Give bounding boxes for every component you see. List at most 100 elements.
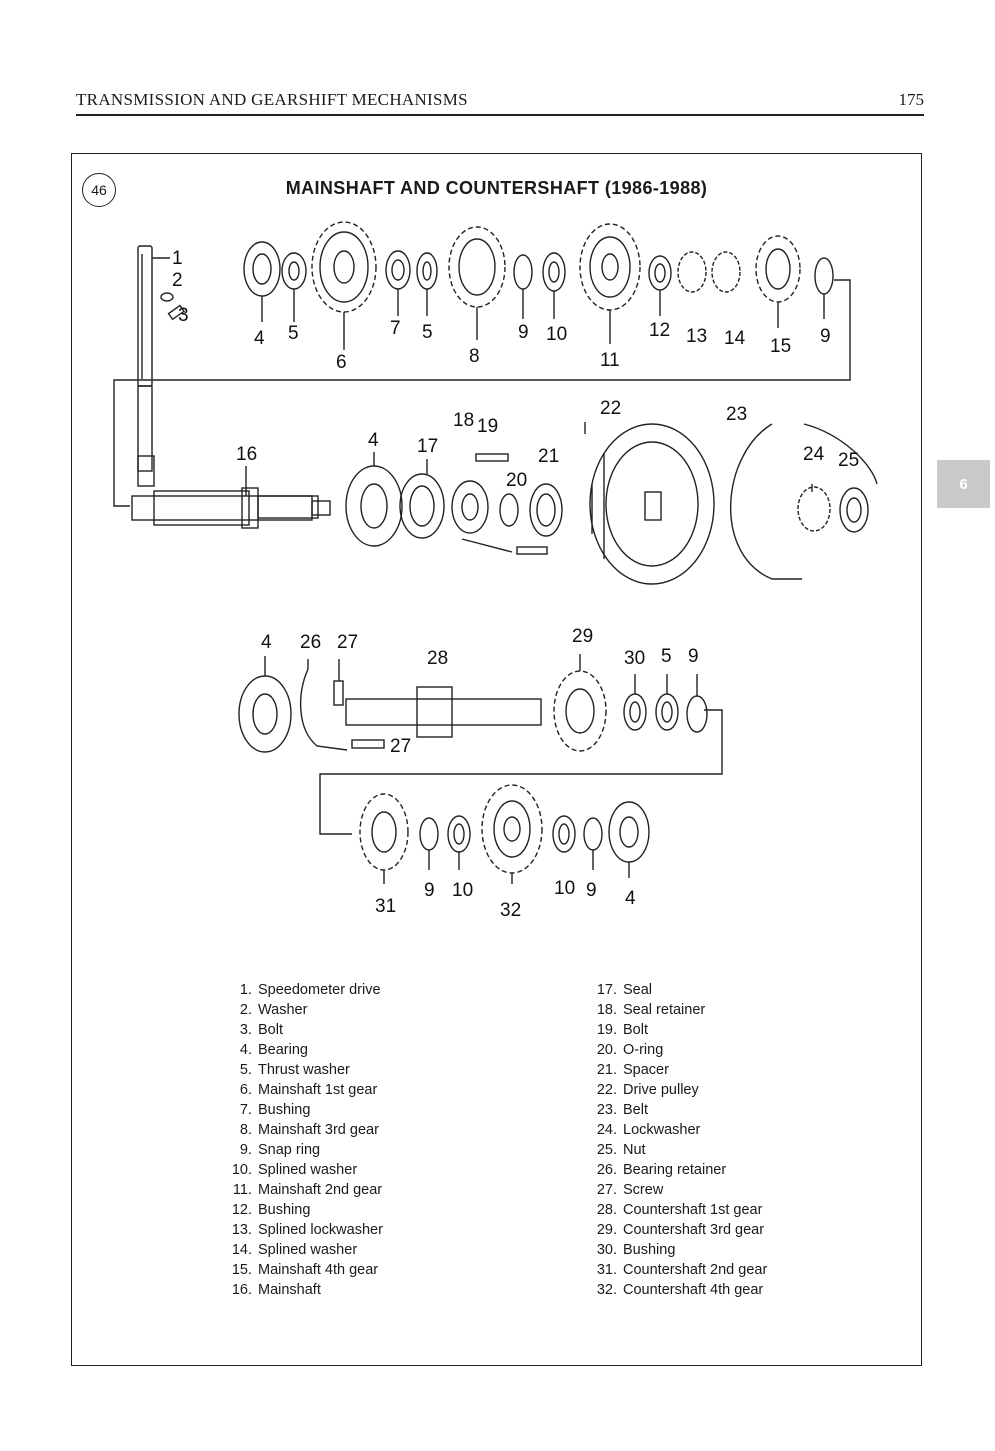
- callout-13: 13: [686, 326, 707, 347]
- callouts-row3: 4 26 27 28 29 30 5 9 27: [261, 626, 699, 757]
- legend-number: 3.: [239, 1022, 252, 1038]
- callout-20: 20: [506, 470, 527, 491]
- figure-title: MAINSHAFT AND COUNTERSHAFT (1986-1988): [285, 178, 708, 198]
- figure-number: 46: [82, 173, 116, 207]
- legend-item: 21. Spacer: [587, 1060, 767, 1080]
- page-number: 175: [898, 90, 925, 109]
- legend-item: 18.Seal retainer: [587, 1000, 767, 1020]
- legend-item: 24. Lockwasher: [587, 1120, 767, 1140]
- callout-19: 19: [477, 416, 498, 437]
- callout-10b: 10: [452, 880, 473, 901]
- legend-number: 13.: [231, 1222, 252, 1238]
- legend-number: 4.: [239, 1042, 252, 1058]
- legend-item: 12. Bushing: [222, 1200, 383, 1220]
- legend-label: Splined lockwasher: [258, 1222, 383, 1238]
- chapter-tab[interactable]: 6: [937, 460, 990, 508]
- legend-number: 28.: [596, 1202, 617, 1218]
- legend-label: Splined washer: [258, 1242, 358, 1258]
- legend-number: 24.: [596, 1122, 617, 1138]
- figure-box: 46 MAINSHAFT AND COUNTERSHAFT (1986-1988…: [71, 153, 922, 1366]
- callout-30: 30: [624, 648, 645, 669]
- legend-item: 31.Countershaft 2nd gear: [587, 1260, 767, 1280]
- callout-9c: 9: [688, 646, 699, 667]
- legend-label: Bolt: [623, 1022, 648, 1038]
- legend-label: Seal: [623, 982, 653, 998]
- legend-label: Bushing: [258, 1202, 311, 1218]
- callout-5b: 5: [422, 322, 433, 343]
- callout-5: 5: [288, 323, 299, 344]
- legend-number: 21.: [596, 1062, 617, 1078]
- legend-item: 4. Bearing: [222, 1040, 383, 1060]
- callouts-row1: 1 2 3 4 5 6 7 5 8 9 10 11 12 13 14 15 9: [172, 248, 831, 373]
- legend-item: 25. Nut: [587, 1140, 767, 1160]
- callout-31: 31: [375, 896, 396, 917]
- legend-number: 10.: [231, 1162, 252, 1178]
- legend-number: 18.: [596, 1002, 617, 1018]
- legend-label: O-ring: [623, 1042, 664, 1058]
- callouts-row2: 16 4 17 18 19 20 21 22 23 24 25: [236, 398, 859, 491]
- legend-label: Countershaft 4th gear: [623, 1282, 764, 1298]
- legend-item: 7.Bushing: [222, 1100, 383, 1120]
- legend-number: 9.: [239, 1142, 252, 1158]
- legend-label: Mainshaft 3rd gear: [258, 1122, 379, 1138]
- legend-number: 23.: [596, 1102, 617, 1118]
- legend-item: 30.Bushing: [587, 1240, 767, 1260]
- legend-number: 11.: [232, 1182, 252, 1198]
- legend-number: 27.: [596, 1182, 617, 1198]
- legend-item: 6.Mainshaft 1st gear: [222, 1080, 383, 1100]
- legend-number: 20.: [596, 1042, 617, 1058]
- callout-27: 27: [337, 632, 358, 653]
- legend-item: 15.Mainshaft 4th gear: [222, 1260, 383, 1280]
- callout-5c: 5: [661, 646, 672, 667]
- legend-item: 19.Bolt: [587, 1020, 767, 1040]
- legend-number: 15.: [231, 1262, 252, 1278]
- legend-label: Bolt: [258, 1022, 283, 1038]
- legend-label: Screw: [623, 1182, 664, 1198]
- legend-number: 25.: [596, 1142, 617, 1158]
- callout-17: 17: [417, 436, 438, 457]
- legend-label: Bearing: [258, 1042, 308, 1058]
- callout-25: 25: [838, 450, 859, 471]
- legend-item: 26. Bearing retainer: [587, 1160, 767, 1180]
- legend-label: Bearing retainer: [623, 1162, 727, 1178]
- legend-label: Bushing: [258, 1102, 311, 1118]
- callout-3: 3: [178, 305, 189, 326]
- callout-15: 15: [770, 336, 791, 357]
- callout-7: 7: [390, 318, 401, 339]
- callout-10c: 10: [554, 878, 575, 899]
- section-title: TRANSMISSION AND GEARSHIFT MECHANISMS: [76, 90, 468, 109]
- legend-item: 11. Mainshaft 2nd gear: [222, 1180, 383, 1200]
- legend-label: Spacer: [623, 1062, 669, 1078]
- legend-number: 8.: [239, 1122, 252, 1138]
- legend-number: 26.: [596, 1162, 617, 1178]
- legend-label: Belt: [623, 1102, 648, 1118]
- legend-label: Nut: [623, 1142, 646, 1158]
- legend-number: 6.: [239, 1082, 252, 1098]
- legend-label: Mainshaft 2nd gear: [258, 1182, 383, 1198]
- callout-2: 2: [172, 270, 183, 291]
- callout-11: 11: [600, 350, 620, 371]
- legend-number: 30.: [596, 1242, 617, 1258]
- legend-item: 5.Thrust washer: [222, 1060, 383, 1080]
- legend-item: 20. O-ring: [587, 1040, 767, 1060]
- legend-label: Countershaft 1st gear: [623, 1202, 763, 1218]
- callouts-row4: 31 9 10 32 10 9 4: [375, 878, 636, 921]
- callout-14: 14: [724, 328, 746, 349]
- callout-4e: 4: [625, 888, 636, 909]
- callout-32: 32: [500, 900, 521, 921]
- legend-item: 22.Drive pulley: [587, 1080, 767, 1100]
- legend-item: 23. Belt: [587, 1100, 767, 1120]
- callout-9: 9: [518, 322, 529, 343]
- legend-item: 32.Countershaft 4th gear: [587, 1280, 767, 1300]
- legend-label: Lockwasher: [623, 1122, 701, 1138]
- legend-item: 27. Screw: [587, 1180, 767, 1200]
- callout-26: 26: [300, 632, 321, 653]
- legend-number: 12.: [231, 1202, 252, 1218]
- legend-item: 2.Washer: [222, 1000, 383, 1020]
- callout-22: 22: [600, 398, 621, 419]
- legend-item: 13. Splined lockwasher: [222, 1220, 383, 1240]
- callout-10: 10: [546, 324, 567, 345]
- callout-4: 4: [254, 328, 265, 349]
